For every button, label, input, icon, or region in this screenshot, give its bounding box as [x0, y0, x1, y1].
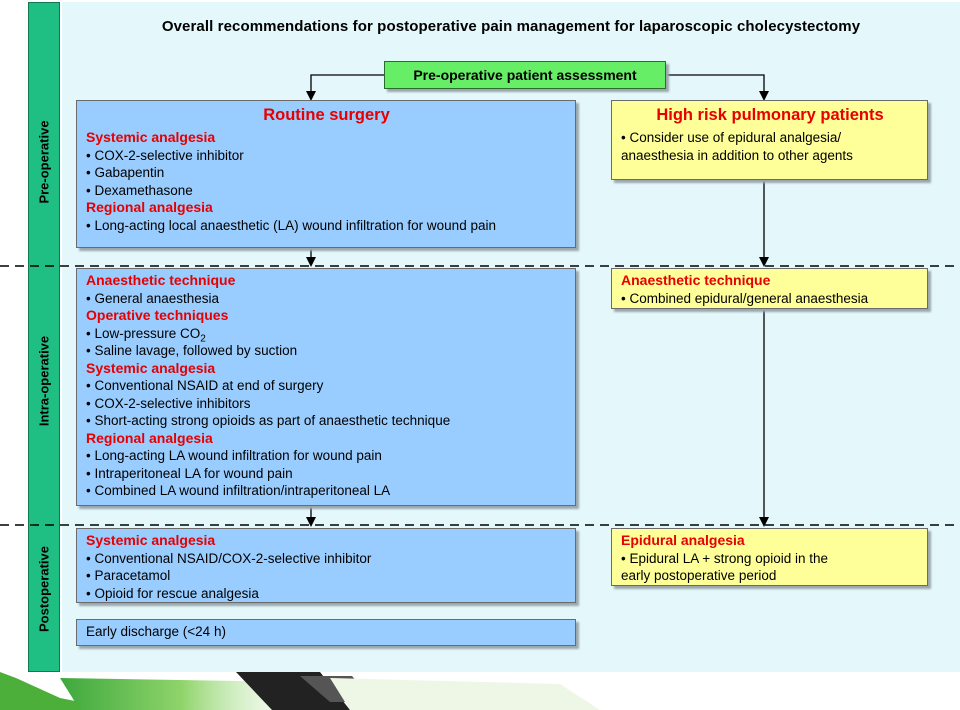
routine-intraop-regional-heading: Regional analgesia: [86, 429, 213, 446]
routine-intraop-regional-item: Intraperitoneal LA for wound pain: [86, 465, 567, 483]
routine-intraop-systemic-item: Short-acting strong opioids as part of a…: [86, 412, 567, 430]
high-risk-postop-box: Epidural analgesia Epidural LA + strong …: [611, 528, 928, 586]
routine-intraop-co2-item: Low-pressure CO2: [86, 325, 567, 345]
high-risk-preop-box: High risk pulmonary patients Consider us…: [611, 100, 928, 180]
footer-green-swoosh: [0, 672, 120, 710]
routine-preop-systemic-heading: Systemic analgesia: [86, 129, 216, 145]
phase-sidebar: [28, 2, 60, 672]
routine-preop-regional-heading: Regional analgesia: [86, 199, 213, 215]
high-risk-title: High risk pulmonary patients: [656, 106, 884, 124]
routine-preop-box: Routine surgery Systemic analgesia COX-2…: [76, 100, 576, 248]
high-risk-preop-item-continued: anaesthesia in addition to other agents: [621, 147, 853, 163]
routine-preop-systemic-item: COX-2-selective inhibitor: [86, 147, 567, 165]
routine-intraop-systemic-heading: Systemic analgesia: [86, 359, 216, 376]
early-discharge-box: Early discharge (<24 h): [76, 619, 576, 646]
routine-intraop-regional-item: Combined LA wound infiltration/intraperi…: [86, 482, 567, 500]
routine-intraop-anaesthetic-item: General anaesthesia: [86, 290, 567, 308]
footer-decoration: [0, 672, 960, 710]
co2-text: Low-pressure CO: [94, 325, 201, 341]
routine-title: Routine surgery: [263, 106, 390, 124]
high-risk-postop-item: Epidural LA + strong opioid in the: [621, 550, 919, 568]
routine-postop-systemic-item: Conventional NSAID/COX-2-selective inhib…: [86, 550, 567, 568]
routine-intraop-regional-item: Long-acting LA wound infiltration for wo…: [86, 447, 567, 465]
routine-postop-systemic-item: Paracetamol: [86, 567, 567, 585]
routine-preop-systemic-item: Dexamethasone: [86, 182, 567, 200]
high-risk-postop-heading: Epidural analgesia: [621, 532, 745, 548]
routine-intraop-operative-item: Saline lavage, followed by suction: [86, 342, 567, 360]
high-risk-preop-item: Consider use of epidural analgesia/: [621, 129, 919, 147]
high-risk-intraop-item: Combined epidural/general anaesthesia: [621, 290, 919, 308]
high-risk-intraop-box: Anaesthetic technique Combined epidural/…: [611, 268, 928, 309]
routine-postop-box: Systemic analgesia Conventional NSAID/CO…: [76, 528, 576, 603]
routine-preop-systemic-item: Gabapentin: [86, 164, 567, 182]
arrow-assessment-to-routine: [306, 74, 384, 101]
assessment-label: Pre-operative patient assessment: [413, 67, 637, 83]
routine-postop-systemic-item: Opioid for rescue analgesia: [86, 585, 567, 603]
routine-preop-regional-item: Long-acting local anaesthetic (LA) wound…: [86, 217, 567, 235]
routine-intraop-systemic-item: Conventional NSAID at end of surgery: [86, 377, 567, 395]
co2-subscript: 2: [200, 333, 206, 345]
routine-intraop-anaesthetic-heading: Anaesthetic technique: [86, 272, 236, 288]
arrow-assessment-to-high-risk: [666, 74, 769, 101]
high-risk-postop-item-continued: early postoperative period: [621, 568, 777, 583]
high-risk-intraop-heading: Anaesthetic technique: [621, 272, 771, 288]
diagram-title: Overall recommendations for postoperativ…: [161, 18, 861, 35]
routine-intraop-operative-heading: Operative techniques: [86, 307, 229, 323]
early-discharge-label: Early discharge (<24 h): [86, 624, 226, 639]
routine-intraop-box: Anaesthetic technique General anaesthesi…: [76, 268, 576, 506]
routine-intraop-systemic-item: COX-2-selective inhibitors: [86, 395, 567, 413]
routine-postop-systemic-heading: Systemic analgesia: [86, 532, 216, 548]
footer-light-fade: [330, 678, 600, 710]
assessment-box: Pre-operative patient assessment: [384, 61, 666, 89]
